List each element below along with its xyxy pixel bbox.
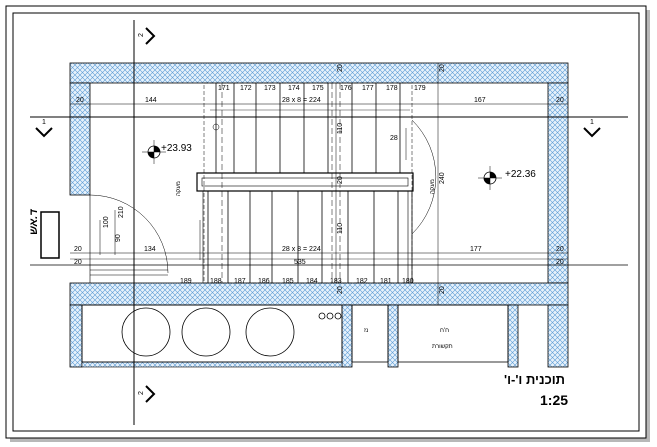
step-number: 180 [402,278,414,285]
step-number: 175 [312,85,324,92]
section-label-bottom: 2 [138,391,145,395]
section-label-left: 1 [42,119,46,126]
section-marker-left: 1 [35,119,53,138]
dim-wall-bottom: 20 [337,286,344,294]
dim-wall-top: 20 [439,64,446,72]
step-number: 172 [240,85,252,92]
drawing-title: 'תוכנית ו'-ו [504,372,565,387]
step-number: 181 [380,278,392,285]
dim-top-right: 167 [474,97,486,104]
drawing-border [12,12,640,432]
step-number: 187 [234,278,246,285]
step-number: 183 [330,278,342,285]
dim-bottom-right: 177 [470,246,482,253]
section-marker-right: 1 [583,119,601,138]
dim-wall-bottom: 20 [439,286,446,294]
dim-110-lower: 110 [337,223,344,234]
dimension-lines [70,103,568,260]
dim-240: 240 [439,172,446,184]
step-number: 185 [282,278,294,285]
section-lines [30,20,628,425]
room-a-label: נז [364,328,368,334]
dim-wall: 20 [556,97,564,104]
section-label-top: 2 [138,33,145,37]
dim-wall-top: 20 [337,64,344,72]
dimension-texts: 20 144 28 x 8 = 224 167 20 20 134 28 x 8… [74,64,564,294]
step-number: 184 [306,278,318,285]
dim-landing: 20 [337,176,344,184]
dim-total: 535 [294,259,306,266]
section-marker-bottom: 2 [138,385,156,403]
room-b-sublabel: תקשורת [432,344,453,350]
step-number: 176 [340,85,352,92]
dim-wall: 20 [76,97,84,104]
step-number: 188 [210,278,222,285]
step-number: 173 [264,85,276,92]
level-right-label: +22.36 [505,169,536,180]
stair [89,82,437,284]
dim-lower-run: 28 x 8 = 224 [282,246,321,253]
dim-door-90: 90 [115,234,122,242]
step-number: 179 [414,85,426,92]
dim-door-100: 100 [103,216,110,228]
room-b-label: ח'ח [440,328,449,334]
level-left-label: +23.93 [161,143,192,154]
dim-tread: 28 [390,135,398,142]
step-numbers-lower: 189 188 187 186 185 184 183 182 181 180 [180,278,414,285]
dim-wall: 20 [556,259,564,266]
dim-110-upper: 110 [337,123,344,134]
fire-tag: ד.אש [28,209,60,259]
step-number: 174 [288,85,300,92]
step-numbers-upper: 171 172 173 174 175 176 177 178 179 [218,85,426,92]
dim-bottom-left: 134 [144,246,156,253]
bottom-rooms [81,304,509,363]
dim-wall: 20 [74,259,82,266]
vertical-dimensions [99,63,439,305]
dim-door-210: 210 [118,206,125,218]
rail-label-right: מעקה [430,179,436,194]
step-number: 177 [362,85,374,92]
section-label-right: 1 [590,119,594,126]
step-number: 178 [386,85,398,92]
level-marker-left: +23.93 [142,140,192,164]
step-number: 182 [356,278,368,285]
dim-top-left: 144 [145,97,157,104]
dim-wall: 20 [556,246,564,253]
rail-label-left: מעקה [176,181,182,196]
dim-wall: 20 [74,246,82,253]
step-number: 186 [258,278,270,285]
step-number: 189 [180,278,192,285]
dim-upper-run: 28 x 8 = 224 [282,97,321,104]
fire-tag-label: ד.אש [28,209,40,235]
level-marker-right: +22.36 [478,166,536,190]
step-number: 171 [218,85,230,92]
section-marker-top: 2 [138,27,156,45]
drawing-scale: 1:25 [540,392,568,408]
